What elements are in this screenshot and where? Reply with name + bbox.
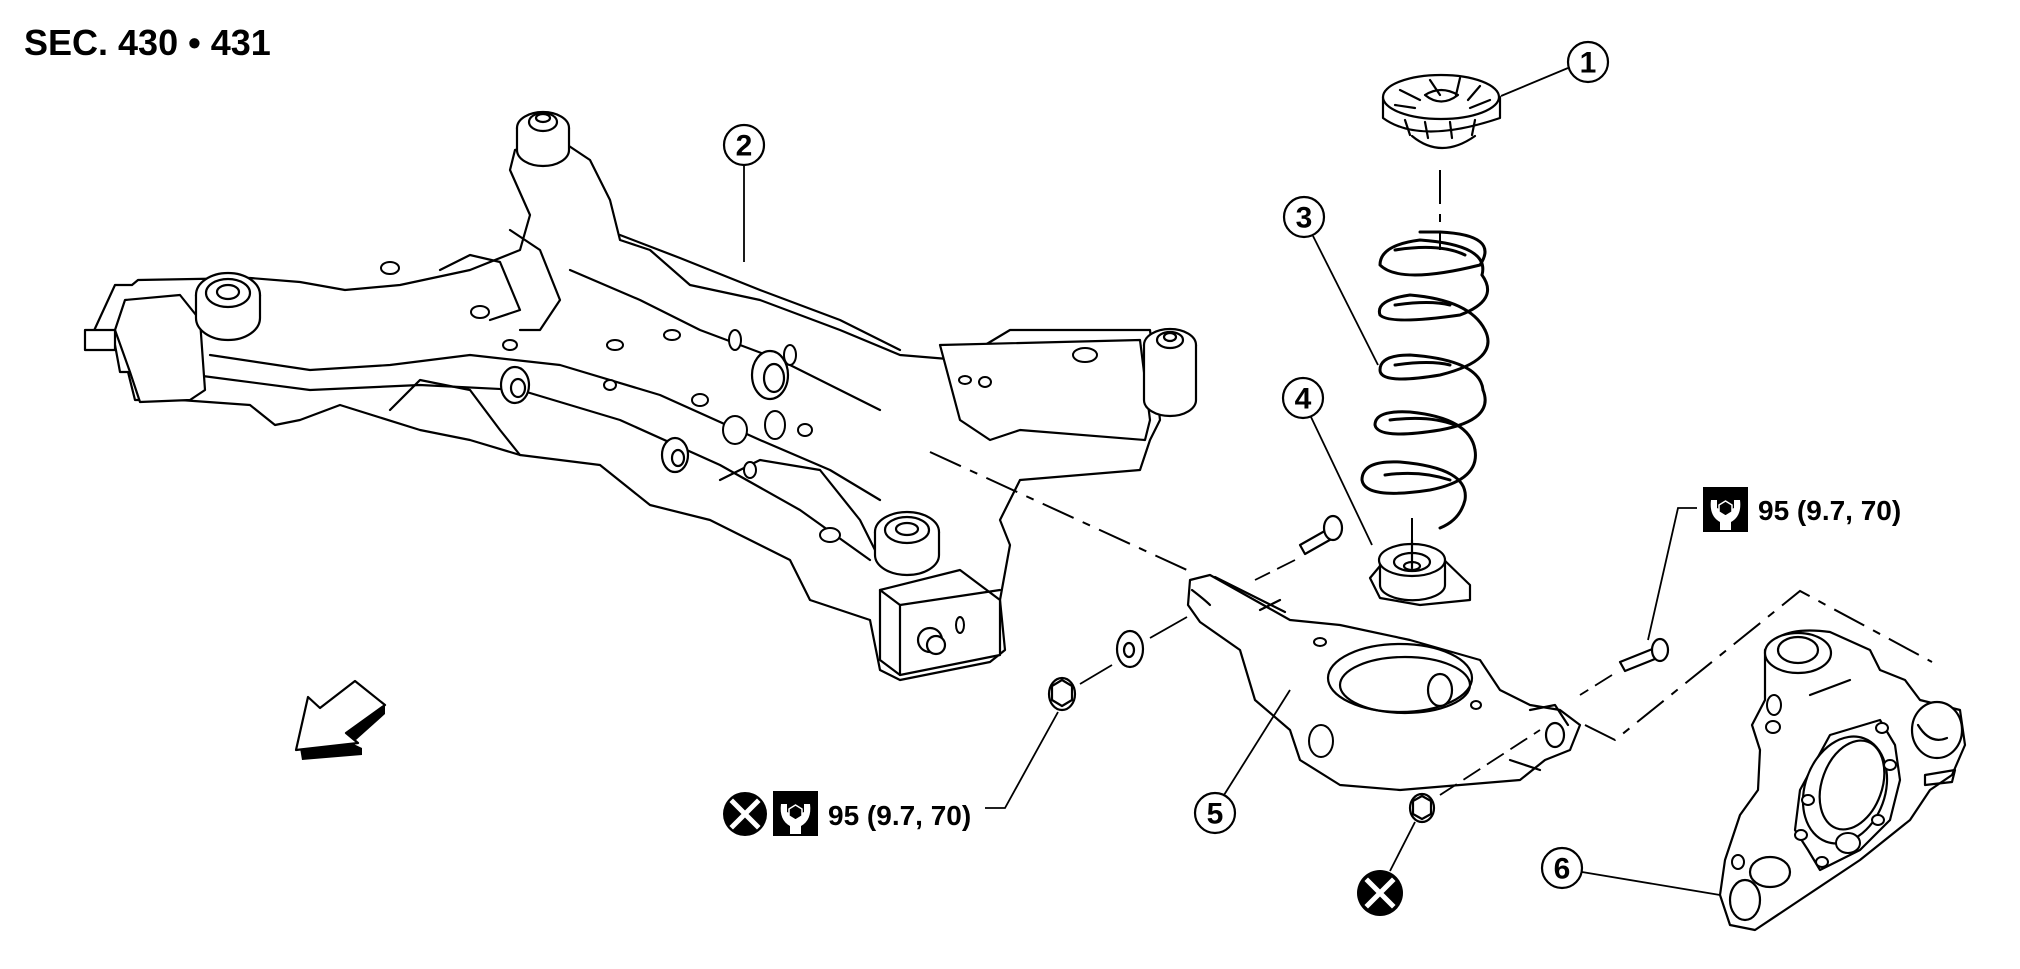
torque-spec-lower-link-outer-bolt: 95 (9.7, 70) <box>1647 487 1901 641</box>
callout-3: 3 <box>1282 195 1379 366</box>
lower-link-washer <box>1115 616 1188 669</box>
torque-value: 95 (9.7, 70) <box>1758 495 1901 526</box>
assembly-line-link-to-member <box>929 451 1188 571</box>
bushing-front-right <box>873 510 941 577</box>
non-reusable-part-icon <box>1357 870 1403 916</box>
torque-wrench-icon <box>773 791 818 836</box>
lower-link <box>1186 573 1582 792</box>
axle-housing <box>1718 629 1967 932</box>
lower-link-inner-bolt <box>1254 514 1344 581</box>
section-title: SEC. 430 • 431 <box>24 22 271 63</box>
callout-4: 4 <box>1281 376 1373 546</box>
assembly-line-link-to-housing <box>1584 589 1933 742</box>
spring-seat <box>1368 538 1472 607</box>
bound-bumper <box>1381 73 1502 149</box>
lower-link-outer-bolt <box>1579 637 1670 696</box>
callout-6: 6 <box>1540 846 1721 896</box>
svg-text:3: 3 <box>1296 202 1313 235</box>
torque-spec-lower-link-inner-nut: 95 (9.7, 70) <box>723 711 1059 836</box>
non-reusable-outer-nut <box>1357 821 1416 916</box>
torque-value: 95 (9.7, 70) <box>828 800 971 831</box>
vehicle-front-arrow-icon <box>294 679 387 760</box>
lower-link-outer-nut <box>1408 729 1541 824</box>
bushing-front-left <box>194 271 262 342</box>
svg-text:6: 6 <box>1554 853 1571 886</box>
torque-wrench-icon <box>1703 487 1748 532</box>
svg-text:1: 1 <box>1580 47 1597 80</box>
svg-text:4: 4 <box>1295 383 1312 416</box>
svg-text:2: 2 <box>736 130 753 163</box>
svg-text:5: 5 <box>1207 798 1224 831</box>
coil-spring <box>1360 230 1490 530</box>
rear-suspension-member <box>83 110 1198 682</box>
bushing-rear-right <box>1142 327 1198 418</box>
callout-1: 1 <box>1500 40 1610 97</box>
callout-5: 5 <box>1193 689 1291 835</box>
bushing-center <box>499 349 790 474</box>
bushing-rear-left <box>515 110 571 168</box>
callout-2: 2 <box>722 123 766 262</box>
lower-link-inner-nut <box>1047 664 1113 712</box>
non-reusable-part-icon <box>723 792 767 836</box>
